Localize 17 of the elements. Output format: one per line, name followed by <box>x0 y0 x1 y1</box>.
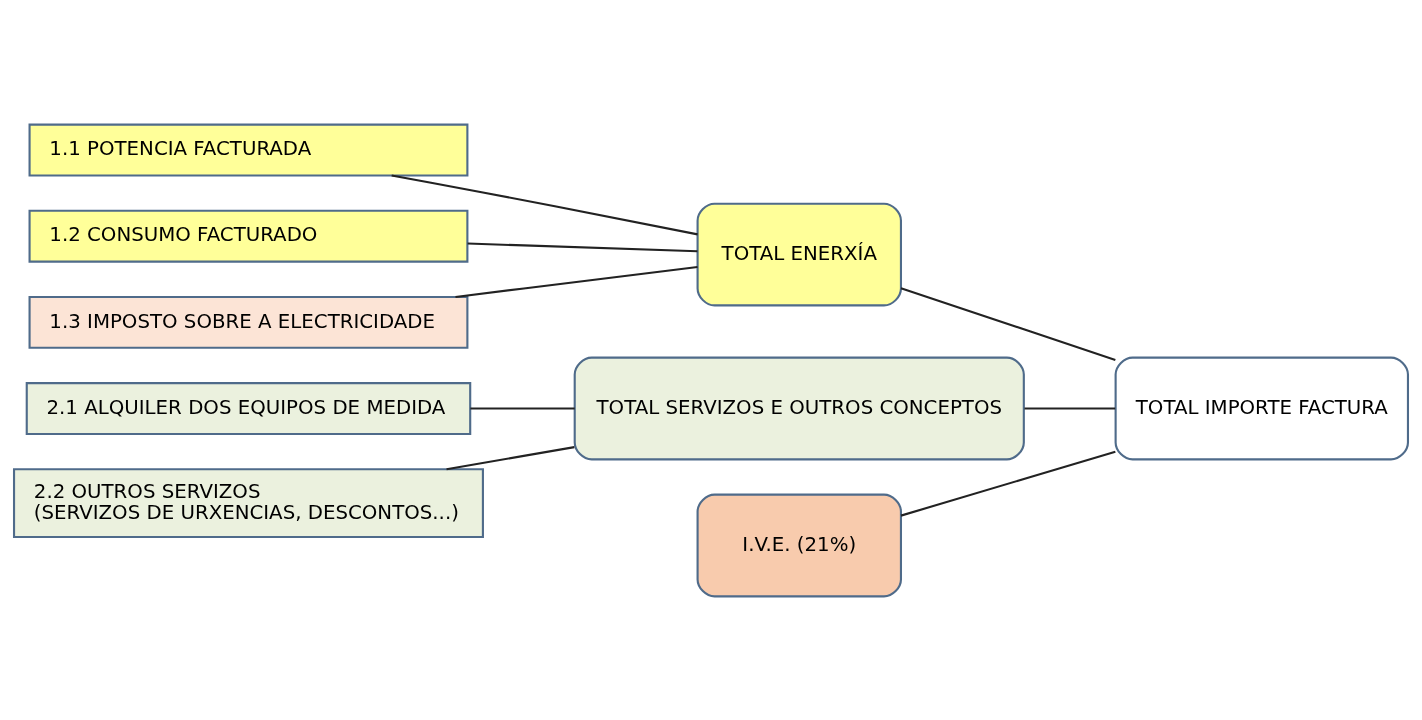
connector <box>391 173 698 235</box>
connector <box>1024 406 1116 410</box>
connector <box>455 265 698 298</box>
connector <box>900 450 1116 517</box>
node-box: 1.1 POTENCIA FACTURADA <box>28 123 469 177</box>
connector <box>467 241 698 252</box>
connector <box>900 286 1116 361</box>
node-box: TOTAL SERVIZOS E OUTROS CONCEPTOS <box>573 356 1025 460</box>
node-box: 2.1 ALQUILER DOS EQUIPOS DE MEDIDA <box>25 381 472 435</box>
node-box: TOTAL ENERXÍA <box>696 202 902 306</box>
node-box: 1.3 IMPOSTO SOBRE A ELECTRICIDADE <box>28 295 469 349</box>
node-box: 2.2 OUTROS SERVIZOS (SERVIZOS DE URXENCIAS, DESCONTOS...) <box>12 467 484 538</box>
node-box: 1.2 CONSUMO FACTURADO <box>28 209 469 263</box>
node-box: I.V.E. (21%) <box>696 493 902 597</box>
connector <box>470 406 575 410</box>
node-box: TOTAL IMPORTE FACTURA <box>1114 356 1409 460</box>
connector <box>446 445 575 470</box>
